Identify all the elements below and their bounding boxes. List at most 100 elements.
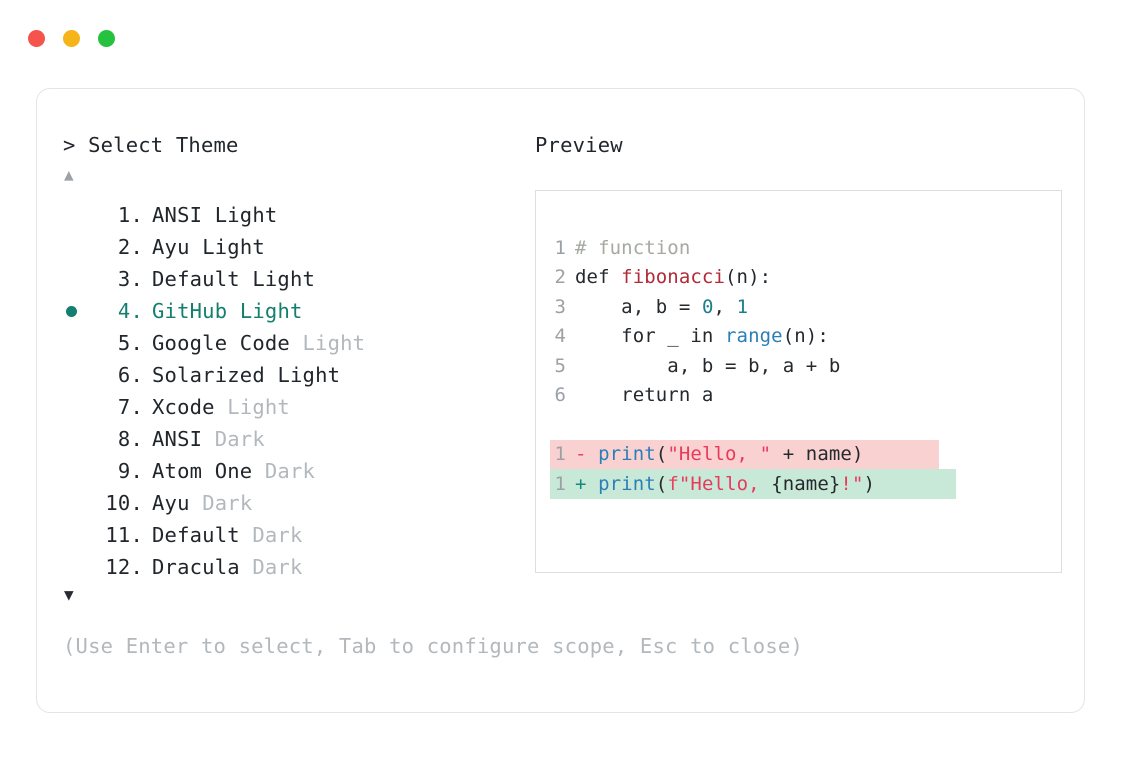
theme-item-variant: Dark	[202, 491, 253, 515]
diff-line-text: + print(f"Hello, {name}!")	[566, 473, 875, 495]
theme-item-name-space	[202, 427, 215, 451]
theme-item-name-space	[240, 555, 253, 579]
theme-item-variant: Light	[202, 235, 265, 259]
theme-list-item[interactable]: 2. Ayu Light	[63, 231, 523, 263]
code-line-number: 1	[554, 236, 566, 259]
scroll-down-icon[interactable]: ▼	[64, 585, 74, 604]
diff-line-del: 1- print("Hello, " + name)	[550, 439, 1061, 469]
theme-item-name-space	[190, 235, 203, 259]
theme-list-item[interactable]: 6. Solarized Light	[63, 359, 523, 391]
theme-item-variant: Light	[277, 363, 341, 387]
code-line-text: a, b = 0, 1	[566, 296, 748, 318]
code-line-number: 6	[554, 384, 566, 407]
code-token: (n):	[725, 266, 772, 289]
code-line: 1 # function	[550, 233, 1061, 263]
theme-item-variant: Light	[302, 331, 366, 355]
theme-item-name-space	[190, 491, 203, 515]
code-token: +	[575, 472, 599, 495]
code-token: print	[598, 443, 656, 466]
code-line-text: def fibonacci(n):	[566, 266, 771, 288]
theme-list-item[interactable]: 12.Dracula Dark	[63, 551, 523, 583]
window-traffic-lights	[28, 30, 115, 47]
theme-item-number: 10.	[105, 491, 143, 515]
theme-item-number: 2.	[117, 235, 143, 259]
theme-item-name-space	[240, 267, 253, 291]
theme-item-number: 4.	[117, 299, 143, 323]
maximize-icon[interactable]	[98, 30, 115, 47]
theme-item-name: Solarized	[152, 363, 265, 387]
theme-item-name: Xcode	[152, 395, 215, 419]
theme-item-number: 11.	[105, 523, 143, 547]
theme-item-name-space	[202, 203, 215, 227]
diff-line-text: - print("Hello, " + name)	[566, 443, 864, 465]
theme-list-item[interactable]: 4. GitHub Light	[63, 295, 523, 327]
scroll-up-icon[interactable]: ▲	[64, 165, 74, 184]
code-line-text: a, b = b, a + b	[566, 355, 840, 377]
code-token: (	[655, 443, 668, 466]
theme-item-name-space	[252, 459, 265, 483]
theme-item-name: Default	[152, 523, 240, 547]
theme-item-variant: Light	[252, 267, 316, 291]
code-token: a, b = b, a + b	[575, 354, 841, 377]
theme-item-variant: Dark	[252, 523, 303, 547]
theme-item-name: GitHub	[152, 299, 228, 323]
theme-list-item[interactable]: 8.ANSI Dark	[63, 423, 523, 455]
theme-selector-column: > Select Theme ▲ 1.ANSI Light 2. Ayu Light…	[63, 133, 523, 613]
code-token: "Hello,	[678, 472, 772, 495]
theme-item-name: Ayu	[152, 491, 190, 515]
code-line-text: for _ in range(n):	[566, 325, 829, 347]
code-line: 6 return a	[550, 381, 1061, 411]
theme-item-name-space	[240, 523, 253, 547]
theme-item-variant: Light	[214, 203, 278, 227]
theme-list-item[interactable]: 1.ANSI Light	[63, 199, 523, 231]
theme-item-number: 6.	[117, 363, 143, 387]
code-line-text: return a	[566, 384, 713, 406]
theme-item-name-space	[227, 299, 240, 323]
code-line-number: 2	[554, 266, 566, 289]
theme-item-number: 9.	[117, 459, 143, 483]
theme-item-number: 8.	[117, 427, 143, 451]
theme-item-name: Dracula	[152, 555, 240, 579]
code-token: fibonacci	[621, 266, 726, 289]
theme-list-item[interactable]: 3.Default Light	[63, 263, 523, 295]
code-token: {name}	[771, 472, 841, 495]
code-token: range	[725, 325, 783, 348]
theme-list-item[interactable]: 11. Default Dark	[63, 519, 523, 551]
code-token: for _ in	[575, 325, 726, 348]
selection-bullet-slot	[63, 305, 91, 317]
code-token: 0	[701, 295, 714, 318]
theme-item-number: 7.	[117, 395, 143, 419]
keyboard-hint: (Use Enter to select, Tab to configure s…	[63, 634, 803, 658]
diff-line-add: 1+ print(f"Hello, {name}!")	[550, 469, 1061, 499]
theme-item-variant: Dark	[252, 555, 303, 579]
code-token: return a	[575, 384, 714, 407]
code-token: (	[655, 472, 668, 495]
preview-title: Preview	[535, 133, 623, 157]
close-icon[interactable]	[28, 30, 45, 47]
code-token: # function	[575, 236, 691, 259]
theme-item-name: Ayu	[152, 235, 190, 259]
code-line: 5 a, b = b, a + b	[550, 351, 1061, 381]
theme-item-name-space	[215, 395, 228, 419]
code-token: def	[575, 266, 622, 289]
theme-list-item[interactable]: 10. Ayu Dark	[63, 487, 523, 519]
theme-item-variant: Light	[239, 299, 303, 323]
theme-item-name: Google Code	[152, 331, 290, 355]
select-theme-prompt: > Select Theme	[63, 133, 239, 157]
theme-item-number: 3.	[117, 267, 143, 291]
code-token: 1	[736, 295, 749, 318]
theme-item-name: ANSI	[152, 203, 203, 227]
theme-item-name-space	[265, 363, 278, 387]
theme-list-item[interactable]: 7. Xcode Light	[63, 391, 523, 423]
theme-item-name: Atom One	[152, 459, 253, 483]
diff-line-number: 1	[554, 472, 566, 495]
theme-item-variant: Light	[227, 395, 290, 419]
minimize-icon[interactable]	[63, 30, 80, 47]
code-token: print	[598, 472, 656, 495]
theme-list-item[interactable]: 9.Atom One Dark	[63, 455, 523, 487]
theme-list-item[interactable]: 5.Google Code Light	[63, 327, 523, 359]
code-token: f	[667, 472, 679, 495]
